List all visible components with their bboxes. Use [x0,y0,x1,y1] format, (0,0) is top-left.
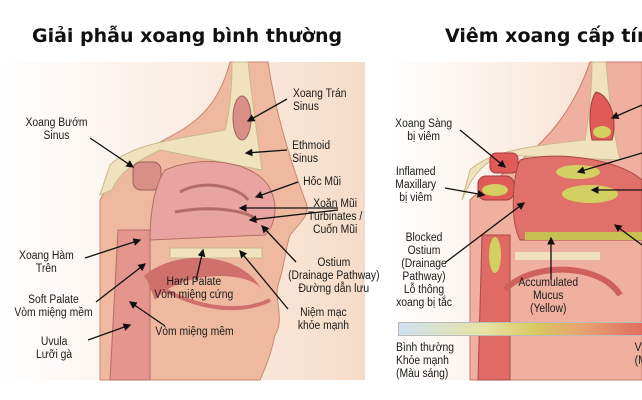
label-soft-palate-2: Vòm miệng mềm [155,326,234,338]
scale-label-inflamed: V(M [634,342,642,367]
normal-arrows [84,98,339,341]
severity-scale-bar [398,322,642,336]
normal-title: Giải phẫu xoang bình thường [32,25,343,47]
inflamed-arrows [444,104,642,280]
label-nasal-cavity: Hốc Mũi [303,176,342,188]
label-ostium: Ostium(Drainage Pathway)Đường dẫn lưu [288,257,380,295]
inflamed-title: Viêm xoang cấp tính [445,25,642,47]
